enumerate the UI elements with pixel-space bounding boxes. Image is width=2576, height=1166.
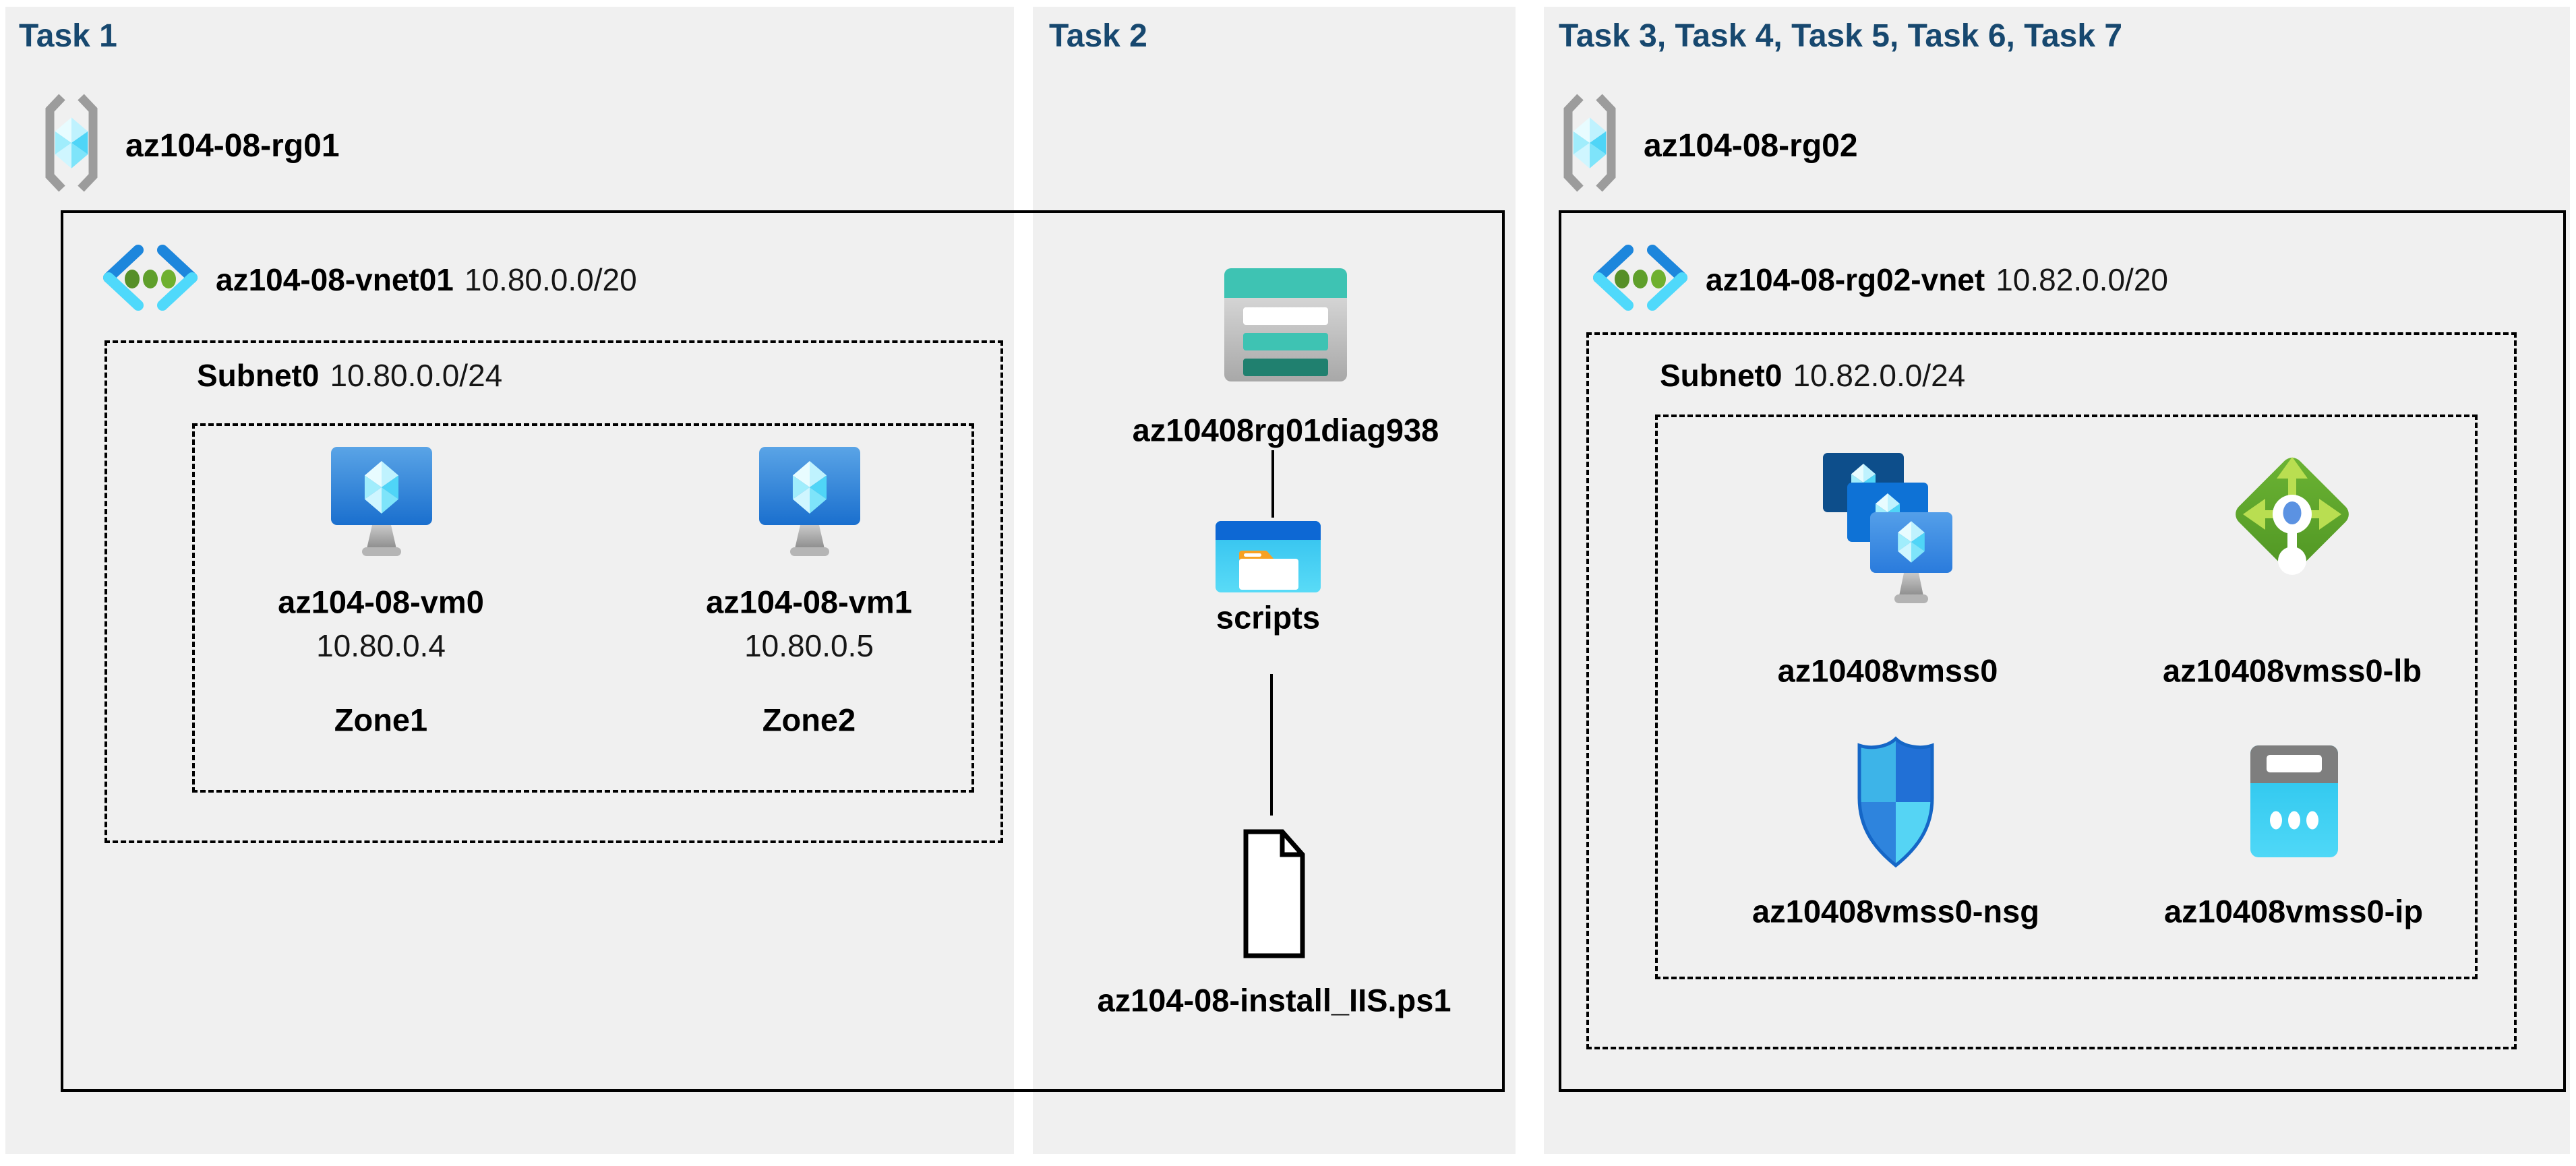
- nsg-name: az10408vmss0-nsg: [1752, 893, 2039, 929]
- network-security-group-icon: [1857, 736, 1934, 868]
- virtual-machine-icon: [331, 447, 432, 556]
- subnet1-boundary: [104, 340, 1003, 843]
- vnet2-label: az104-08-rg02-vnet 10.82.0.0/20: [1706, 262, 2168, 297]
- vm0-ip: 10.80.0.4: [316, 628, 446, 663]
- virtual-network-icon: [1593, 245, 1687, 311]
- subnet2-boundary: [1586, 332, 2517, 1049]
- task1-title: Task 1: [19, 18, 117, 54]
- resource-group-icon: [1563, 94, 1616, 192]
- vm-scale-set-icon: [1823, 453, 1952, 603]
- panel-task1: [5, 7, 1014, 1154]
- storage-account-icon: [1224, 268, 1347, 381]
- folder-icon: [1216, 521, 1321, 592]
- subnet1-label: Subnet0 10.80.0.0/24: [197, 358, 503, 393]
- public-ip-name: az10408vmss0-ip: [2163, 893, 2424, 929]
- resource-group-name: az104-08-rg01: [125, 128, 340, 164]
- task2-title: Task 2: [1049, 18, 1147, 54]
- storage-account-name: az10408rg01diag938: [1132, 412, 1439, 448]
- virtual-network-icon: [103, 245, 198, 311]
- load-balancer-name: az10408vmss0-lb: [2162, 652, 2422, 689]
- connector-line: [1270, 674, 1273, 816]
- vm0-zone: Zone1: [334, 702, 428, 738]
- subnet2-label: Subnet0 10.82.0.0/24: [1660, 358, 1966, 393]
- virtual-machine-icon: [759, 447, 860, 556]
- task3-title: Task 3, Task 4, Task 5, Task 6, Task 7: [1559, 18, 2123, 54]
- vm1-ip: 10.80.0.5: [744, 628, 874, 663]
- resource-group-icon: [45, 94, 98, 192]
- vm1-name: az104-08-vm1: [706, 584, 912, 620]
- script-file-icon: [1243, 829, 1305, 958]
- script-file-name: az104-08-install_IIS.ps1: [1097, 982, 1451, 1018]
- vm0-name: az104-08-vm0: [278, 584, 484, 620]
- vnet1-boundary: [61, 210, 1505, 1092]
- connector-line: [1271, 450, 1274, 518]
- vmss-name: az10408vmss0: [1777, 652, 1998, 689]
- vnet1-label: az104-08-vnet01 10.80.0.0/20: [216, 262, 637, 297]
- vm-group-boundary: [192, 423, 974, 793]
- resource-group-name: az104-08-rg02: [1644, 128, 1858, 164]
- vnet2-boundary: [1559, 210, 2566, 1092]
- load-balancer-icon: [2236, 457, 2349, 575]
- public-ip-icon: [2250, 745, 2338, 857]
- vmss-group-boundary: [1655, 415, 2478, 979]
- vm1-zone: Zone2: [762, 702, 856, 738]
- folder-name: scripts: [1216, 599, 1321, 636]
- panel-task3: [1544, 7, 2570, 1154]
